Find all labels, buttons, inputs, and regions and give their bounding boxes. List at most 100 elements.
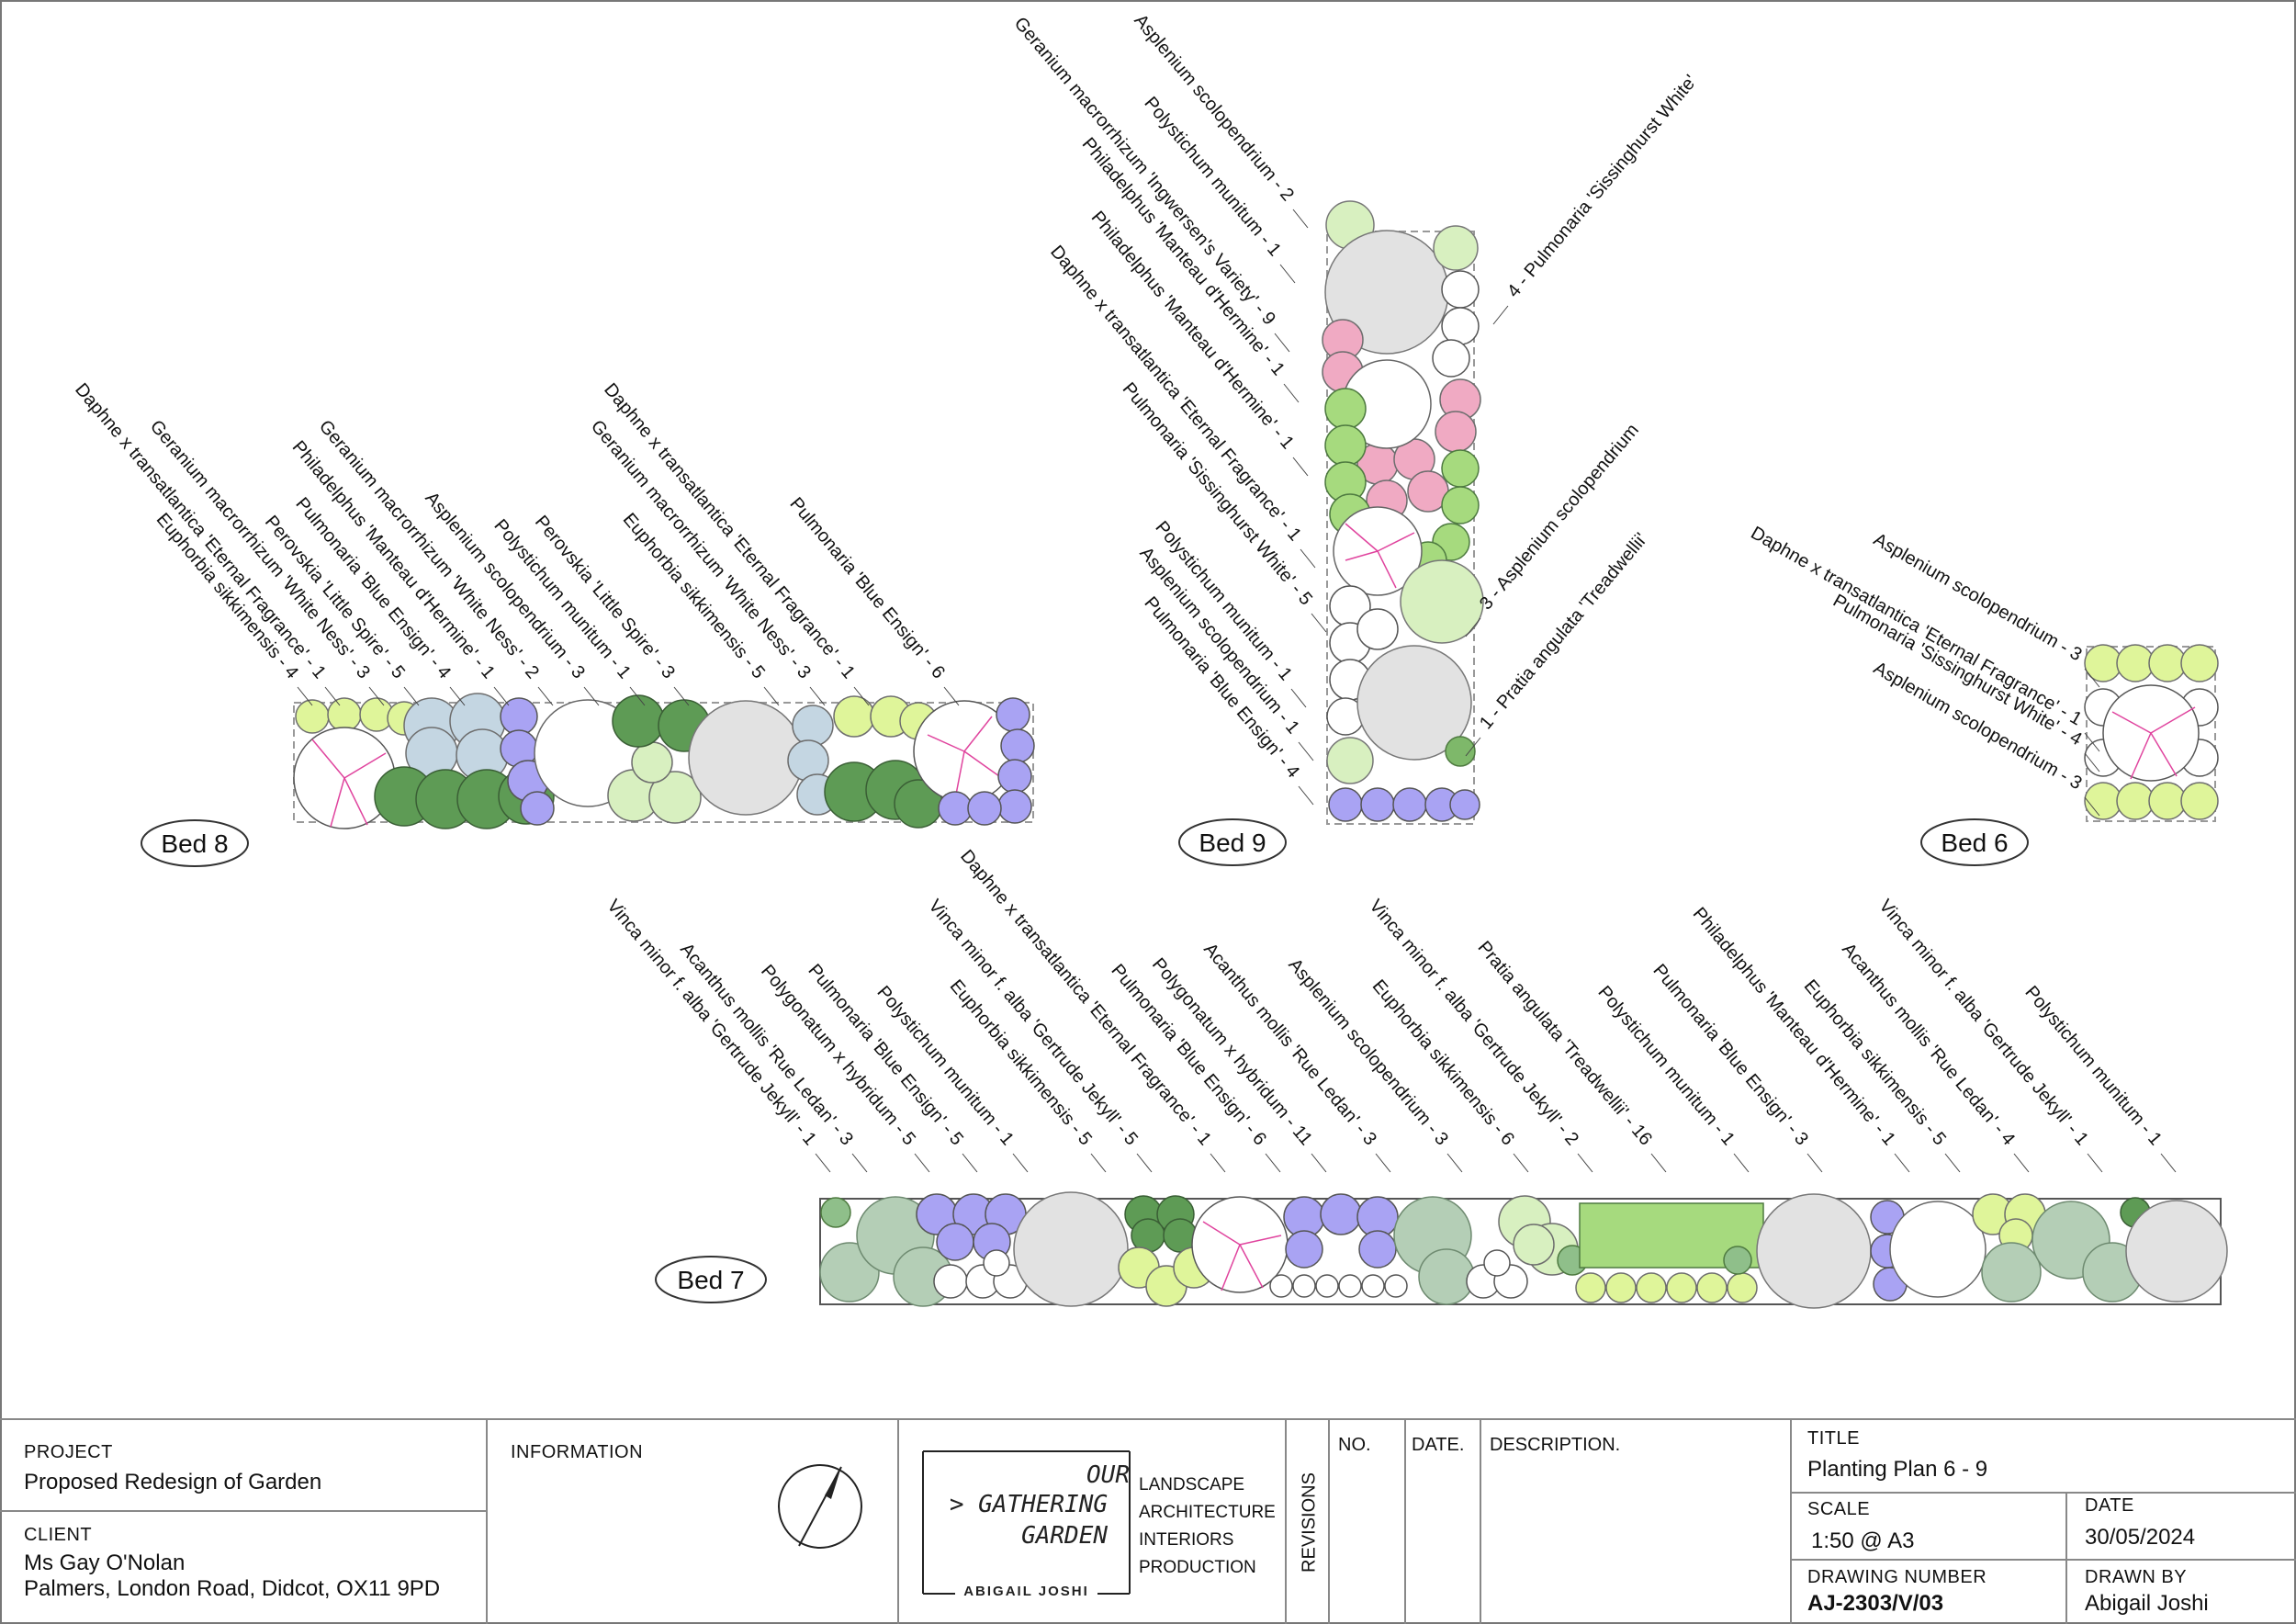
bed-9-label: Bed 9 [1199,829,1266,857]
leader-line [1265,1153,1281,1173]
drawing-number-caption: DRAWING NUMBER [1807,1567,1987,1587]
leader-line [809,686,826,706]
asplenium-low [1326,737,1374,784]
client-caption: CLIENT [24,1525,93,1545]
geranium-dark-group-2 [824,760,943,829]
sissinghurst-white-mid [1326,585,1399,736]
plant-label: Philadelphus 'Manteau d'Hermine' - 1 [288,437,499,682]
polygonatum-row-7b [1269,1274,1408,1298]
leader-line [1446,1153,1463,1173]
leader-line [2160,1153,2177,1173]
leader-line [853,686,870,706]
plant-label: 3 - Asplenium scolopendrium [1476,420,1643,614]
client-name: Ms Gay O'Nolan [24,1551,186,1575]
plant-label: Geranium macrorrhizum 'White Ness' - 3 [587,416,815,682]
revisions-col-date: DATE. [1412,1435,1465,1455]
leader-line [583,686,600,706]
revisions-col-no: NO. [1338,1435,1371,1455]
logo-name: ABIGAIL JOSHI [963,1584,1089,1599]
leader-line [1283,383,1300,403]
bed-7-label: Bed 7 [677,1266,744,1294]
drawing-number-value: AJ-2303/V/03 [1807,1591,1944,1616]
leader-line [1274,333,1290,353]
sissinghurst-white-top [1432,270,1480,378]
polygonatum-group-7a [933,1249,1028,1299]
project-caption: PROJECT [24,1442,113,1462]
leader-line [673,686,690,706]
euphorbia-light-7 [1498,1195,1579,1276]
leader-line [815,1153,831,1173]
leader-line [962,1153,978,1173]
polystichum-fern-7c [2125,1200,2228,1303]
pulmonaria-blue-group-2 [938,697,1035,826]
bed-7: Bed 7 Vinca minor f. alba 'Gertrude Jeky… [602,846,2228,1309]
leader-line [1806,1153,1823,1173]
client-address: Palmers, London Road, Didcot, OX11 9PD [24,1576,441,1601]
daphne-spokes-6 [2111,706,2196,780]
services-list: LANDSCAPE ARCHITECTURE INTERIORS PRODUCT… [1139,1472,1276,1582]
leader-line [914,1153,930,1173]
leader-line [851,1153,868,1173]
leader-line [2087,1153,2103,1173]
pulmonaria-blue-group-7b [1283,1193,1399,1269]
logo-line-3: GARDEN [1021,1522,1108,1550]
bed-8-plant-labels: Daphne x transatlantica 'Eternal Fragran… [71,379,960,706]
leader-line [493,686,510,706]
scale-value: 1:50 @ A3 [1811,1528,1915,1553]
date-value: 30/05/2024 [2085,1525,2196,1550]
perovskia-group [403,693,509,782]
acanthus-group [819,1196,953,1307]
acanthus-group-7b [1393,1196,1475,1305]
vinca-plant-7c [1723,1246,1752,1275]
drawn-by-caption: DRAWN BY [2085,1567,2188,1587]
service-production: PRODUCTION [1139,1558,1256,1577]
leader-line [2013,1153,2030,1173]
bed-8: Bed 8 Daphne x transatlantica 'Eternal F… [71,379,1035,867]
leader-line [1292,209,1309,229]
logo-mark [922,1450,1131,1595]
leader-line [1650,1153,1667,1173]
asplenium-bottom-row-6 [2084,782,2219,820]
asplenium-top-right [1433,225,1479,271]
asplenium-middle [1400,559,1484,644]
plant-label: Pulmonaria 'Blue Ensign' - 4 [1140,593,1303,783]
bed-6-outline [2086,646,2216,822]
pulmonaria-blue-row-9 [1328,787,1480,822]
leader-line [763,686,780,706]
leader-line [1300,548,1316,569]
bed-9-label-tag [1178,818,1287,866]
plant-label: Pulmonaria 'Blue Ensign' - 6 [785,494,949,683]
leader-line [1311,1153,1327,1173]
leader-line [2084,796,2100,817]
pratia-plant-9 [1445,736,1476,767]
plant-label: Pulmonaria 'Sissinghurst White' - 4 [1829,591,2085,750]
information-caption: INFORMATION [511,1442,644,1462]
title-caption: TITLE [1807,1428,1860,1449]
leader-line [1311,613,1327,633]
leader-line [1733,1153,1750,1173]
date-caption: DATE [2085,1495,2134,1516]
title-value: Planting Plan 6 - 9 [1807,1457,1988,1482]
plant-label: Pulmonaria 'Blue Ensign' - 3 [1649,961,1812,1150]
bed-6: Bed 6 Asplenium scolopendrium - 3Daphne … [1747,523,2219,866]
service-interiors: INTERIORS [1139,1530,1234,1550]
bed-6-label: Bed 6 [1941,829,2008,857]
title-block-frame [0,1418,2296,1624]
leader-line [1375,1153,1391,1173]
pulmonaria-blue-group [500,697,555,826]
vinca-plant [820,1197,851,1228]
daphne-spokes-9 [1345,523,1415,589]
scale-caption: SCALE [1807,1499,1871,1519]
bed-8-label: Bed 8 [161,829,228,858]
leader-line [1290,688,1307,708]
leader-line [1090,1153,1107,1173]
daphne-spokes [311,739,387,828]
polystichum-fern-7b [1756,1193,1872,1309]
bed-6-label-tag [1920,818,2029,866]
leader-line [1513,1153,1529,1173]
project-value: Proposed Redesign of Garden [24,1470,322,1494]
leader-line [1210,1153,1226,1173]
bed-9: Bed 9 Asplenium scolopendrium - 2Polysti… [1010,11,1701,866]
asplenium-top-row-6 [2084,644,2219,682]
